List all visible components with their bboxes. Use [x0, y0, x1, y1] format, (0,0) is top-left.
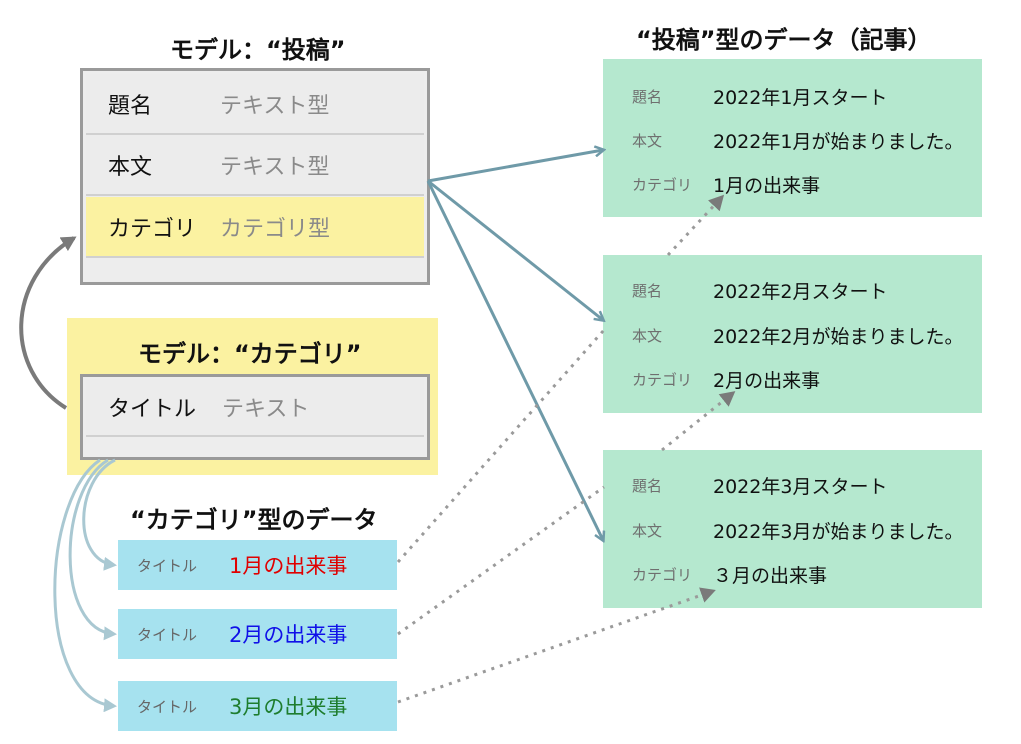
category-data-item-2: タイトル 2月の出来事 [118, 609, 397, 659]
article-card-2: 題名 2022年2月スタート 本文 2022年2月が始まりました。 カテゴリ 2… [603, 255, 982, 413]
model-to-category-data-2-arrow [68, 458, 117, 641]
category-data-title: “カテゴリ”型のデータ [130, 506, 378, 534]
category-data-value: 2月の出来事 [229, 623, 348, 647]
article-field-label: 本文 [632, 521, 663, 540]
field-name: タイトル [108, 397, 197, 422]
field-name: カテゴリ [108, 216, 197, 242]
category-model-box: タイトル テキスト [80, 374, 430, 460]
category-data-value: 3月の出来事 [229, 695, 348, 719]
article-title-row: 題名 2022年2月スタート [603, 275, 887, 305]
post-model-title: モデル：“投稿” [170, 36, 346, 64]
model-to-category-data-1-arrow [82, 458, 117, 571]
article-field-label: カテゴリ [632, 370, 693, 389]
field-type: テキスト型 [220, 154, 330, 180]
field-name: 題名 [108, 93, 153, 119]
model-to-category-data-3-arrow [53, 458, 117, 713]
article-category-row: カテゴリ 2月の出来事 [603, 364, 820, 394]
article-card-1: 題名 2022年1月スタート 本文 2022年1月が始まりました。 カテゴリ 1… [603, 59, 982, 217]
category-model-title: モデル：“カテゴリ” [138, 340, 362, 368]
category-data-label: タイトル [137, 556, 198, 575]
category-data-2-link [397, 485, 605, 636]
category-data-value: 1月の出来事 [229, 554, 348, 578]
article-category-row: カテゴリ ３月の出来事 [603, 559, 827, 589]
field-type: カテゴリ型 [220, 216, 331, 242]
article-title-row: 題名 2022年3月スタート [603, 470, 887, 500]
field-type: テキスト型 [220, 93, 330, 119]
article-category: 2月の出来事 [713, 369, 821, 392]
post-to-article-2-arrow [427, 179, 603, 320]
article-title: 2022年3月スタート [713, 475, 888, 498]
post-model-box: 題名 テキスト型 本文 テキスト型 カテゴリ カテゴリ型 [80, 68, 430, 285]
article-body: 2022年1月が始まりました。 [713, 130, 964, 153]
article-body-row: 本文 2022年3月が始まりました。 [603, 515, 963, 545]
article-category-row: カテゴリ 1月の出来事 [603, 169, 820, 199]
article-category: 1月の出来事 [713, 174, 821, 197]
article-field-label: カテゴリ [632, 565, 693, 584]
article-body: 2022年3月が始まりました。 [713, 520, 964, 543]
article-category: ３月の出来事 [713, 564, 828, 587]
article-field-label: 題名 [632, 281, 663, 300]
post-field-title: 題名 テキスト型 [86, 74, 424, 135]
category-data-item-3: タイトル 3月の出来事 [118, 681, 397, 731]
articles-title: “投稿”型のデータ（記事） [636, 26, 932, 54]
category-field-title: タイトル テキスト [86, 379, 424, 437]
field-type: テキスト [222, 397, 310, 422]
category-data-label: タイトル [137, 625, 198, 644]
post-field-body: 本文 テキスト型 [86, 135, 424, 196]
post-field-category: カテゴリ カテゴリ型 [86, 197, 424, 258]
post-to-article-3-arrow [426, 180, 603, 540]
article-body: 2022年2月が始まりました。 [713, 325, 964, 348]
article-body-row: 本文 2022年2月が始まりました。 [603, 320, 963, 350]
article-card-3: 題名 2022年3月スタート 本文 2022年3月が始まりました。 カテゴリ ３… [603, 450, 982, 608]
article-title-row: 題名 2022年1月スタート [603, 81, 887, 111]
article-field-label: 本文 [632, 326, 663, 345]
article-field-label: 本文 [632, 131, 663, 150]
article-title: 2022年2月スタート [713, 280, 888, 303]
article-field-label: カテゴリ [632, 175, 693, 194]
article-field-label: 題名 [632, 87, 663, 106]
article-title: 2022年1月スタート [713, 86, 888, 109]
category-data-item-1: タイトル 1月の出来事 [118, 540, 397, 590]
field-name: 本文 [108, 154, 153, 180]
article-field-label: 題名 [632, 476, 663, 495]
post-to-article-1-arrow [427, 150, 603, 183]
article-body-row: 本文 2022年1月が始まりました。 [603, 125, 963, 155]
category-data-label: タイトル [137, 697, 198, 716]
